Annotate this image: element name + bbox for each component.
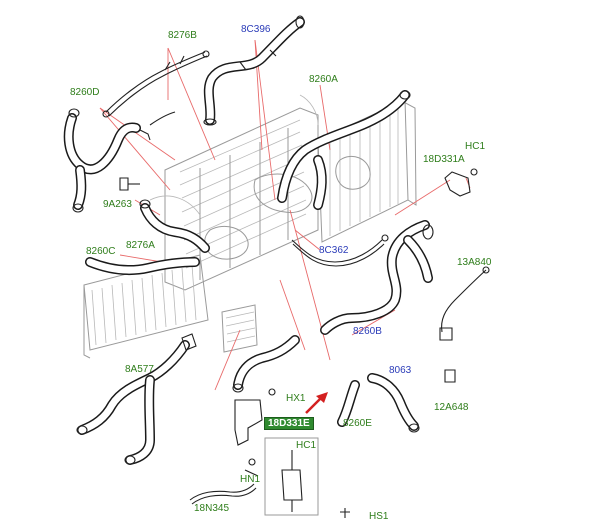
- hose-8260C[interactable]: [85, 257, 200, 275]
- connector-9A263[interactable]: [119, 177, 140, 191]
- callout-8C396[interactable]: 8C396: [241, 24, 271, 35]
- hose-8C362[interactable]: [291, 234, 389, 267]
- hose-8260B[interactable]: [320, 220, 434, 335]
- callout-HS1[interactable]: HS1: [369, 511, 389, 522]
- leader-lines: [99, 39, 471, 391]
- callout-8260E[interactable]: 8260E: [343, 418, 372, 429]
- hose-8276B[interactable]: [102, 50, 210, 126]
- callout-8C362[interactable]: 8C362: [319, 245, 349, 256]
- callout-8A577[interactable]: 8A577: [125, 364, 154, 375]
- hose-8063[interactable]: [367, 373, 420, 433]
- callout-HN1[interactable]: HN1: [240, 474, 261, 485]
- callout-8276A[interactable]: 8276A: [126, 240, 155, 251]
- hose-8260D[interactable]: [63, 108, 151, 213]
- pointer-arrow: [305, 392, 328, 414]
- hose-8276A[interactable]: [139, 199, 210, 253]
- bracket-18D331E[interactable]: [234, 388, 276, 446]
- sensor-13A840[interactable]: [439, 266, 490, 341]
- callout-18D331E[interactable]: 18D331E: [264, 417, 314, 430]
- callout-8260C[interactable]: 8260C: [86, 246, 116, 257]
- hose-8C396[interactable]: [203, 15, 305, 126]
- clip-12A648[interactable]: [444, 369, 456, 383]
- radiator-assembly-ghost: [83, 94, 417, 359]
- callout-9A263[interactable]: 9A263: [103, 199, 132, 210]
- hose-HX1[interactable]: [232, 335, 300, 393]
- hose-8A577[interactable]: [76, 333, 197, 465]
- callout-HX1[interactable]: HX1: [286, 393, 306, 404]
- valve-assembly[interactable]: [244, 437, 319, 516]
- callout-12A648[interactable]: 12A648: [434, 402, 469, 413]
- screw-HS1[interactable]: [340, 508, 350, 518]
- callout-18N345[interactable]: 18N345: [194, 503, 230, 514]
- callout-13A840[interactable]: 13A840: [457, 257, 492, 268]
- callout-8063[interactable]: 8063: [389, 365, 412, 376]
- callout-HC1-top[interactable]: HC1: [465, 141, 486, 152]
- callout-HC1-bot[interactable]: HC1: [296, 440, 317, 451]
- callout-8260D[interactable]: 8260D: [70, 87, 100, 98]
- callout-8260B[interactable]: 8260B: [353, 326, 382, 337]
- bracket-18D331A[interactable]: [444, 168, 478, 197]
- callout-8260A[interactable]: 8260A: [309, 74, 338, 85]
- callout-8276B[interactable]: 8276B: [168, 30, 197, 41]
- pipe-18N345[interactable]: [189, 483, 257, 505]
- hose-8260A[interactable]: [277, 90, 411, 210]
- callout-18D331A[interactable]: 18D331A: [423, 154, 465, 165]
- hose-8260E[interactable]: [337, 380, 360, 427]
